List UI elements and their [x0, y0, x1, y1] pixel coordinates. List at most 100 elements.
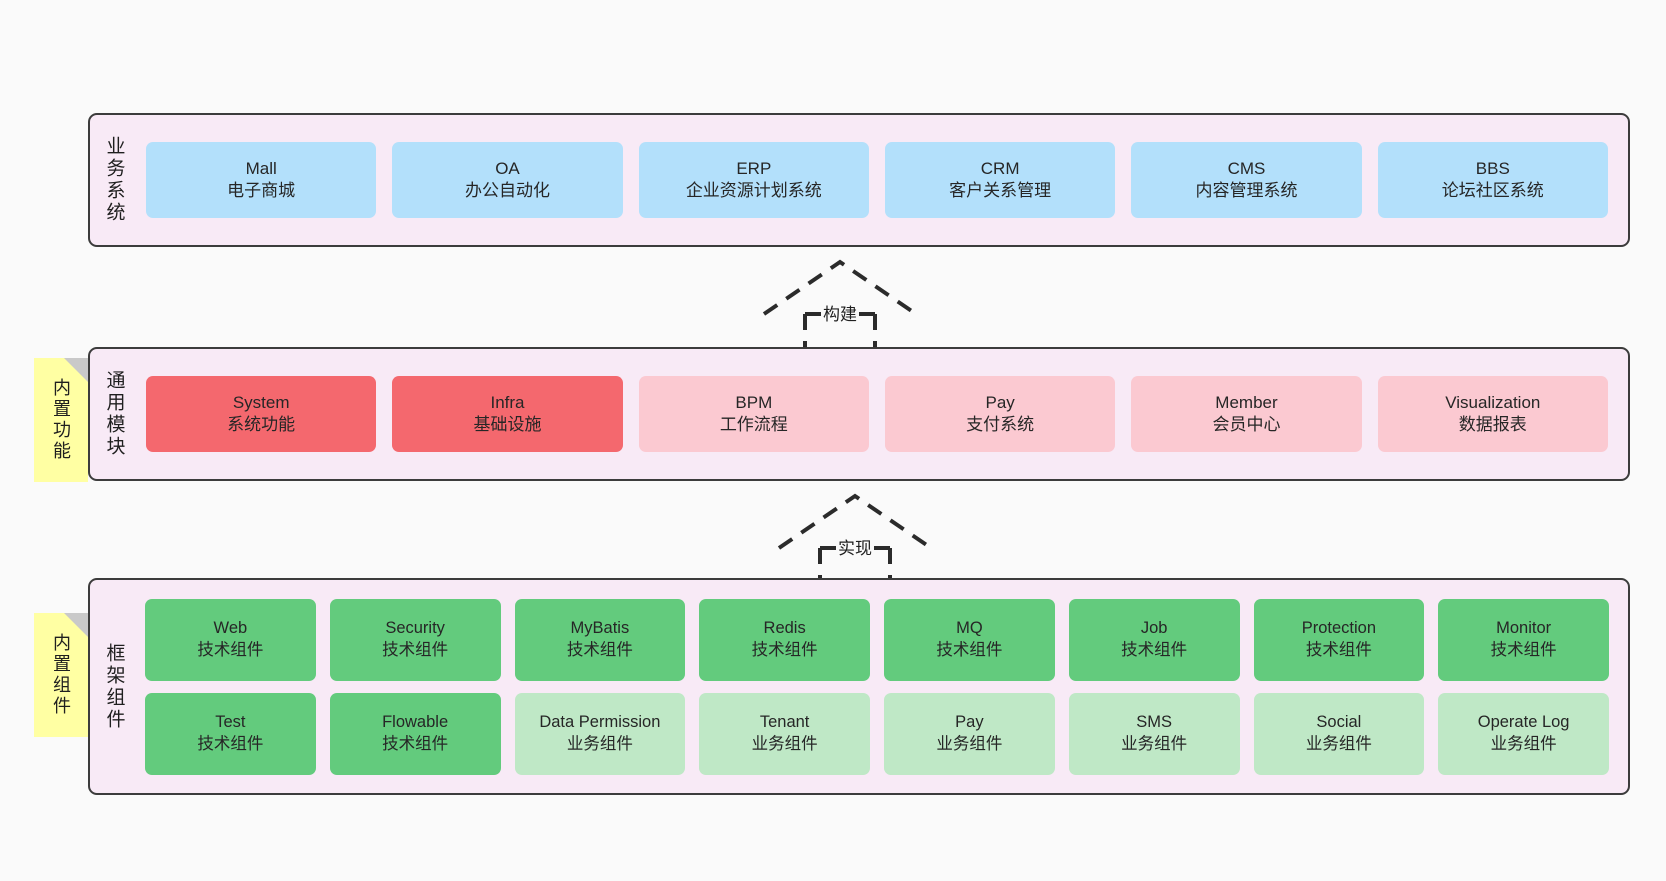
node-title: Monitor [1496, 619, 1552, 638]
node-job[interactable]: Job 技术组件 [1068, 598, 1240, 681]
node-subtitle: 电子商城 [227, 181, 296, 200]
sticky-note-builtin-functions: 内置功能 [34, 358, 88, 482]
node-title: Visualization [1445, 393, 1541, 413]
node-web[interactable]: Web 技术组件 [145, 598, 316, 681]
node-title: ERP [736, 159, 772, 179]
layer-label-common-modules: 通用模块 [103, 370, 125, 458]
sticky-note-label: 内置功能 [51, 378, 71, 462]
node-mall[interactable]: Mall 电子商城 [146, 142, 377, 218]
node-subtitle: 技术组件 [1490, 640, 1557, 659]
layer-label-framework-components: 框架组件 [103, 642, 125, 731]
arrow-head-build [762, 259, 918, 316]
node-erp[interactable]: ERP 企业资源计划系统 [638, 142, 869, 218]
node-title: Pay [955, 713, 984, 732]
node-title: BPM [735, 393, 773, 413]
framework-row-business: Test 技术组件 Flowable 技术组件 Data Permission … [138, 692, 1616, 775]
node-title: Infra [490, 393, 525, 413]
node-title: Security [385, 619, 445, 638]
node-subtitle: 技术组件 [1121, 640, 1188, 659]
node-subtitle: 技术组件 [566, 640, 633, 659]
node-subtitle: 企业资源计划系统 [685, 181, 822, 200]
node-social[interactable]: Social 业务组件 [1253, 692, 1425, 775]
node-title: Test [215, 713, 246, 732]
layer-body-framework-components: Web 技术组件 Security 技术组件 MyBatis 技术组件 Redi… [138, 580, 1628, 793]
node-mq[interactable]: MQ 技术组件 [884, 598, 1055, 681]
node-flowable[interactable]: Flowable 技术组件 [329, 692, 501, 775]
node-title: System [232, 393, 290, 413]
node-member[interactable]: Member 会员中心 [1131, 376, 1362, 452]
node-mybatis[interactable]: MyBatis 技术组件 [514, 598, 686, 681]
arrow-implement: 实现 [765, 490, 945, 586]
node-test[interactable]: Test 技术组件 [145, 692, 316, 775]
node-security[interactable]: Security 技术组件 [329, 598, 501, 681]
node-bpm[interactable]: BPM 工作流程 [638, 376, 869, 452]
node-redis[interactable]: Redis 技术组件 [699, 598, 870, 681]
layer-body-business-system: Mall 电子商城 OA 办公自动化 ERP 企业资源计划系统 CRM 客户关系… [138, 115, 1628, 245]
node-subtitle: 系统功能 [227, 415, 296, 434]
node-pay-module[interactable]: Pay 支付系统 [884, 376, 1116, 452]
node-title: Pay [985, 393, 1015, 413]
folded-corner-icon [64, 613, 88, 637]
node-title: Redis [763, 619, 806, 638]
node-monitor[interactable]: Monitor 技术组件 [1438, 598, 1609, 681]
node-title: BBS [1475, 159, 1510, 179]
node-title: OA [495, 159, 520, 179]
node-subtitle: 内容管理系统 [1195, 181, 1298, 200]
node-subtitle: 工作流程 [719, 415, 788, 434]
node-protection[interactable]: Protection 技术组件 [1253, 598, 1425, 681]
node-tenant[interactable]: Tenant 业务组件 [699, 692, 870, 775]
node-subtitle: 业务组件 [566, 734, 633, 753]
node-data-permission[interactable]: Data Permission 业务组件 [514, 692, 686, 775]
node-cms[interactable]: CMS 内容管理系统 [1131, 142, 1362, 218]
sticky-note-builtin-components: 内置组件 [34, 613, 88, 737]
node-subtitle: 技术组件 [382, 734, 449, 753]
node-subtitle: 会员中心 [1212, 415, 1281, 434]
node-subtitle: 数据报表 [1458, 415, 1527, 434]
node-title: Social [1316, 713, 1362, 732]
node-title: MyBatis [570, 619, 630, 638]
node-subtitle: 支付系统 [966, 415, 1035, 434]
node-title: Data Permission [539, 713, 661, 732]
node-subtitle: 技术组件 [1305, 640, 1372, 659]
node-title: Job [1140, 619, 1168, 638]
node-system[interactable]: System 系统功能 [146, 376, 377, 452]
arrow-label-build: 构建 [821, 300, 859, 325]
node-subtitle: 客户关系管理 [949, 181, 1052, 200]
node-bbs[interactable]: BBS 论坛社区系统 [1377, 142, 1608, 218]
node-oa[interactable]: OA 办公自动化 [392, 142, 623, 218]
layer-label-business-system: 业务系统 [103, 136, 125, 224]
node-title: CRM [980, 159, 1020, 179]
node-subtitle: 业务组件 [1121, 734, 1188, 753]
node-title: SMS [1136, 713, 1172, 732]
node-subtitle: 基础设施 [473, 415, 542, 434]
node-title: Protection [1301, 619, 1377, 638]
node-subtitle: 技术组件 [197, 640, 264, 659]
folded-corner-icon [64, 358, 88, 382]
arrow-label-implement: 实现 [836, 534, 874, 559]
node-title: Tenant [759, 713, 810, 732]
node-subtitle: 业务组件 [936, 734, 1003, 753]
node-title: MQ [956, 619, 983, 638]
sticky-note-label: 内置组件 [51, 633, 71, 717]
node-pay-component[interactable]: Pay 业务组件 [884, 692, 1055, 775]
node-subtitle: 办公自动化 [464, 181, 550, 200]
node-infra[interactable]: Infra 基础设施 [392, 376, 623, 452]
node-subtitle: 业务组件 [1490, 734, 1557, 753]
node-subtitle: 论坛社区系统 [1441, 181, 1544, 200]
node-visualization[interactable]: Visualization 数据报表 [1377, 376, 1608, 452]
layer-business-system: 业务系统 Mall 电子商城 OA 办公自动化 ERP 企业资源计划系统 CRM… [88, 113, 1630, 247]
node-subtitle: 业务组件 [1305, 734, 1372, 753]
node-title: CMS [1227, 159, 1266, 179]
framework-row-technical: Web 技术组件 Security 技术组件 MyBatis 技术组件 Redi… [138, 598, 1616, 681]
arrow-build: 构建 [750, 256, 930, 352]
node-sms[interactable]: SMS 业务组件 [1068, 692, 1240, 775]
node-subtitle: 技术组件 [197, 734, 264, 753]
arrow-head-implement [777, 493, 933, 550]
node-crm[interactable]: CRM 客户关系管理 [884, 142, 1116, 218]
node-title: Member [1215, 393, 1278, 413]
node-title: Web [213, 619, 248, 638]
node-title: Mall [245, 159, 277, 179]
node-subtitle: 技术组件 [751, 640, 818, 659]
node-operate-log[interactable]: Operate Log 业务组件 [1438, 692, 1609, 775]
